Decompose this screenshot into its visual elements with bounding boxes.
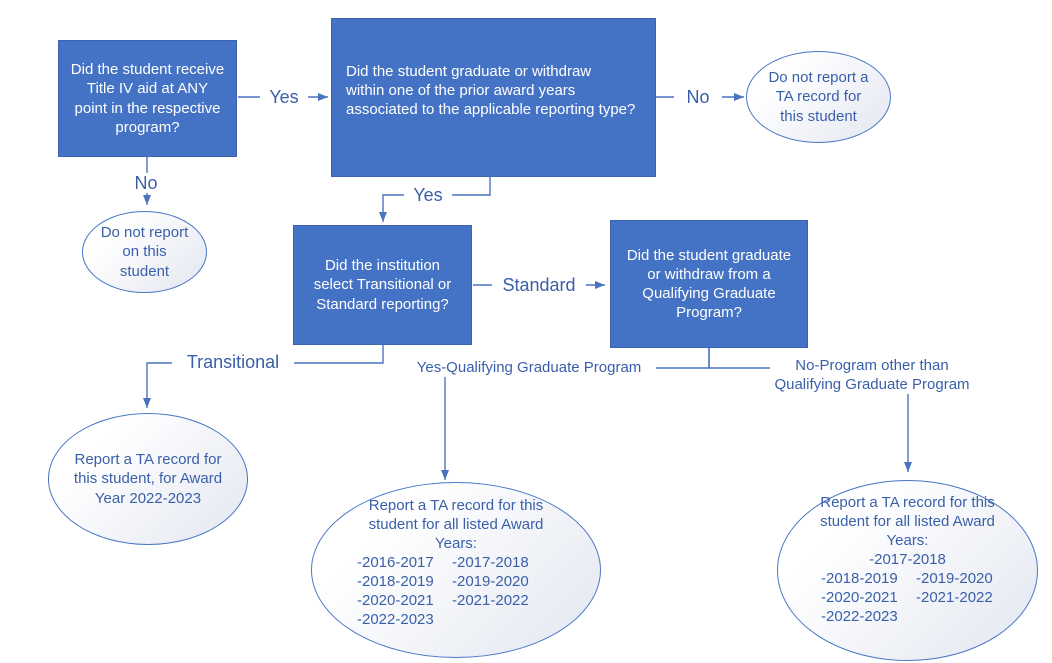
award-year: -2022-2023 (357, 611, 434, 629)
edge-label-yes-qualifying-program: Yes-Qualifying Graduate Program (402, 358, 656, 377)
text-line: student (119, 262, 170, 280)
text-line: Report a TA record for this (368, 497, 544, 514)
outcome-report-2022-2023: Report a TA record for this student, for… (48, 413, 248, 545)
award-year: -2020-2021 (357, 592, 434, 610)
award-year: -2018-2019 (357, 573, 434, 591)
outcome-report-six-years: Report a TA record for this student for … (777, 480, 1038, 661)
award-year-row: -2020-2021 -2021-2022 (821, 588, 1037, 607)
award-year-single: -2017-2018 (869, 551, 946, 569)
text-line: or withdraw from a (647, 265, 771, 283)
text-line: this student, for Award (73, 470, 223, 488)
decision-graduate-withdraw-text: Did the student graduate or withdraw wit… (346, 62, 635, 120)
award-year: -2021-2022 (916, 589, 993, 607)
text-line: student for all listed Award (368, 516, 544, 534)
award-year: -2019-2020 (452, 573, 529, 591)
text-line: Do not report a (768, 69, 869, 87)
edge-label-transitional: Transitional (172, 352, 294, 372)
text-line: select Transitional or (313, 276, 452, 294)
outcome-do-not-report-ta: Do not report a TA record for this stude… (746, 51, 891, 143)
text-line: point in the respective (74, 99, 221, 117)
award-year: -2016-2017 (357, 554, 434, 572)
award-year: -2018-2019 (821, 570, 898, 588)
decision-title-iv-aid: Did the student receive Title IV aid at … (58, 40, 237, 157)
outcome-do-not-report-student: Do not report on this student (82, 211, 207, 293)
text-line: on this (122, 243, 167, 261)
award-year-row: -2020-2021 -2021-2022 (357, 591, 600, 610)
decision-qualifying-graduate-program: Did the student graduate or withdraw fro… (610, 220, 808, 348)
award-year-list: -2016-2017 -2017-2018 -2018-2019 -2019-202… (357, 553, 600, 629)
award-year: -2017-2018 (452, 554, 529, 572)
text-line: Did the institution (324, 257, 441, 275)
text-line: Did the student receive (70, 61, 225, 79)
text-line: Qualifying Graduate (642, 285, 776, 302)
text-line: Program? (676, 304, 742, 322)
award-year-row: -2016-2017 -2017-2018 (357, 553, 600, 572)
award-year-row: -2018-2019 -2019-2020 (357, 572, 600, 591)
award-year: -2019-2020 (916, 570, 993, 588)
text-line: Report a TA record for (74, 451, 222, 469)
award-year-row: -2022-2023 (357, 610, 600, 629)
text-line: TA record for (775, 88, 862, 106)
edge-label-yes-aid: Yes (260, 87, 308, 107)
award-year: -2022-2023 (821, 608, 898, 626)
edge-label-yes-grad-withdraw: Yes (404, 185, 452, 205)
award-year: -2020-2021 (821, 589, 898, 607)
text-line: Report a TA record for this (820, 494, 995, 511)
award-year-row: -2022-2023 (821, 607, 1037, 626)
text-line: Do not report (100, 224, 189, 242)
edge-label-standard: Standard (492, 275, 586, 295)
decision-qualifying-graduate-program-text: Did the student graduate or withdraw fro… (627, 246, 791, 323)
text-line: Did the student graduate (626, 246, 792, 264)
text-line: Year 2022-2023 (94, 489, 202, 507)
decision-reporting-selection: Did the institution select Transitional … (293, 225, 472, 345)
award-year-row: -2018-2019 -2019-2020 (821, 569, 1037, 588)
edge-label-no-aid: No (122, 173, 170, 193)
decision-reporting-selection-text: Did the institution select Transitional … (314, 256, 452, 314)
text-line: program? (115, 118, 180, 136)
text-line: Standard reporting? (316, 295, 449, 313)
award-year: -2021-2022 (452, 592, 529, 610)
outcome-do-not-report-student-text: Do not report on this student (101, 223, 189, 280)
outcome-do-not-report-ta-text: Do not report a TA record for this stude… (768, 68, 868, 125)
edge-label-no-qualifying-program: No-Program other than Qualifying Graduat… (770, 356, 974, 394)
text-line: Title IV aid at ANY (86, 80, 209, 98)
text-line: Did the student graduate or withdraw (346, 62, 592, 80)
text-line: this student (780, 107, 857, 125)
outcome-report-six-years-heading: Report a TA record for this student for … (778, 493, 1037, 550)
text-line: Years: (435, 535, 477, 553)
outcome-report-seven-years-heading: Report a TA record for this student for … (312, 496, 600, 553)
outcome-report-seven-years: Report a TA record for this student for … (311, 482, 601, 658)
text-line: Years: (886, 532, 929, 550)
edge-label-no-grad-withdraw: No (674, 87, 722, 107)
award-year-list: -2018-2019 -2019-2020 -2020-2021 -2021-202… (821, 569, 1037, 626)
text-line: within one of the prior award years (346, 81, 576, 99)
outcome-report-2022-2023-text: Report a TA record for this student, for… (74, 450, 222, 507)
decision-title-iv-aid-text: Did the student receive Title IV aid at … (71, 60, 224, 137)
text-line: associated to the applicable reporting t… (346, 101, 636, 119)
text-line: student for all listed Award (820, 513, 995, 531)
decision-graduate-withdraw: Did the student graduate or withdraw wit… (331, 18, 656, 177)
